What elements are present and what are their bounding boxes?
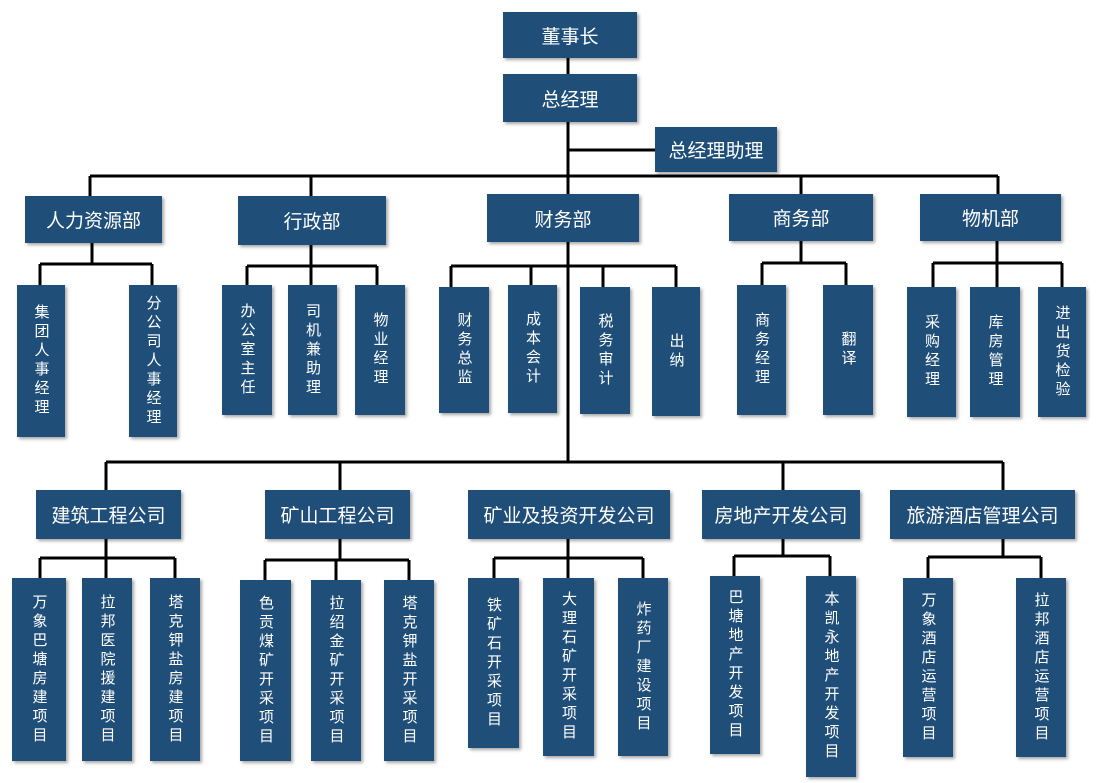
company-hotel: 旅游酒店管理公司 [890,490,1075,539]
position-box: 商务经理 [737,285,786,415]
project-box: 本凯永地产开发项目 [806,576,856,777]
project-box: 拉邦酒店运营项目 [1016,578,1066,757]
position-box: 翻译 [823,285,873,415]
general-manager-box: 总经理 [503,74,637,122]
position-box: 物业经理 [355,285,405,415]
position-box: 财务总监 [439,287,489,413]
project-box: 巴塘地产开发项目 [710,576,760,754]
gm-assistant-box: 总经理助理 [655,127,777,172]
dept-materials: 物机部 [920,194,1061,241]
position-box: 司机兼助理 [288,285,337,415]
position-box: 出纳 [652,287,700,416]
position-box: 办公室主任 [222,285,272,415]
project-box: 塔克钾盐开采项目 [384,580,434,761]
project-box: 拉绍金矿开采项目 [311,580,361,761]
project-box: 塔克钾盐房建项目 [150,578,200,761]
company-mining: 矿山工程公司 [265,490,410,539]
position-box: 进出货检验 [1038,287,1086,417]
project-box: 色贡煤矿开采项目 [240,580,291,761]
position-box: 采购经理 [907,287,956,417]
project-box: 大理石矿开采项目 [543,578,594,756]
company-mining-investment: 矿业及投资开发公司 [468,490,670,539]
project-box: 万象巴塘房建项目 [12,578,66,761]
project-box: 炸药厂建设项目 [618,578,668,756]
company-real-estate: 房地产开发公司 [702,490,860,539]
position-box: 集团人事经理 [17,285,65,437]
position-box: 成本会计 [508,285,557,413]
dept-finance: 财务部 [487,194,639,242]
position-box: 税务审计 [580,287,630,414]
dept-hr: 人力资源部 [25,196,162,243]
project-box: 万象酒店运营项目 [903,578,953,757]
position-box: 分公司人事经理 [129,285,177,437]
dept-business: 商务部 [729,194,873,241]
dept-admin: 行政部 [238,196,386,245]
project-box: 铁矿石开采项目 [468,578,519,748]
company-construction: 建筑工程公司 [36,490,181,539]
project-box: 拉邦医院援建项目 [82,578,132,761]
position-box: 库房管理 [970,287,1020,417]
chairman-box: 董事长 [503,12,637,58]
